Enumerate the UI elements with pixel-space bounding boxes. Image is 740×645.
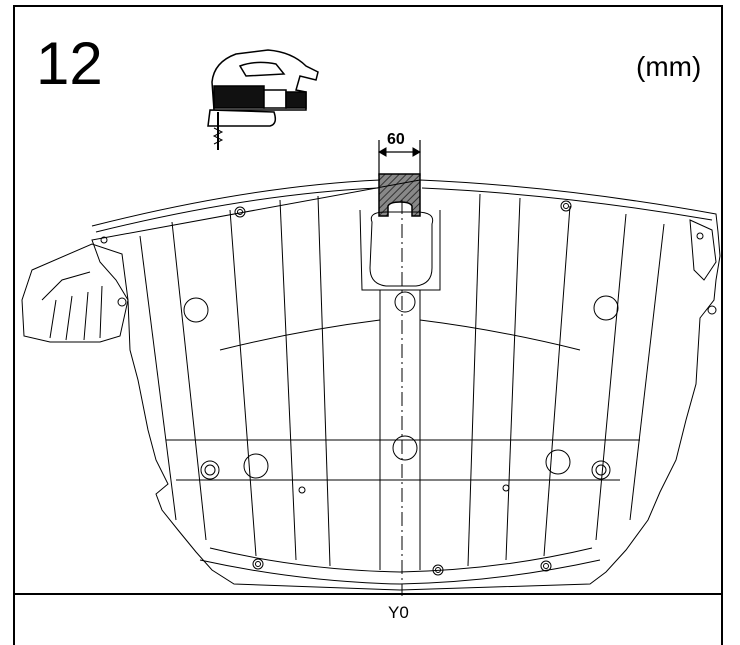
jigsaw-icon — [207, 49, 319, 150]
step-number: 12 — [36, 30, 103, 97]
axis-label-y0: Y0 — [388, 603, 409, 622]
frame-lower-rule-right — [721, 595, 723, 645]
dimension-value: 60 — [387, 131, 405, 148]
diagram-frame — [13, 5, 723, 595]
frame-lower-rule-left — [13, 595, 15, 645]
units-label: (mm) — [636, 51, 702, 82]
dimension-indicator — [377, 140, 422, 176]
undercover-panel — [21, 179, 721, 591]
cutout-section — [378, 173, 421, 217]
